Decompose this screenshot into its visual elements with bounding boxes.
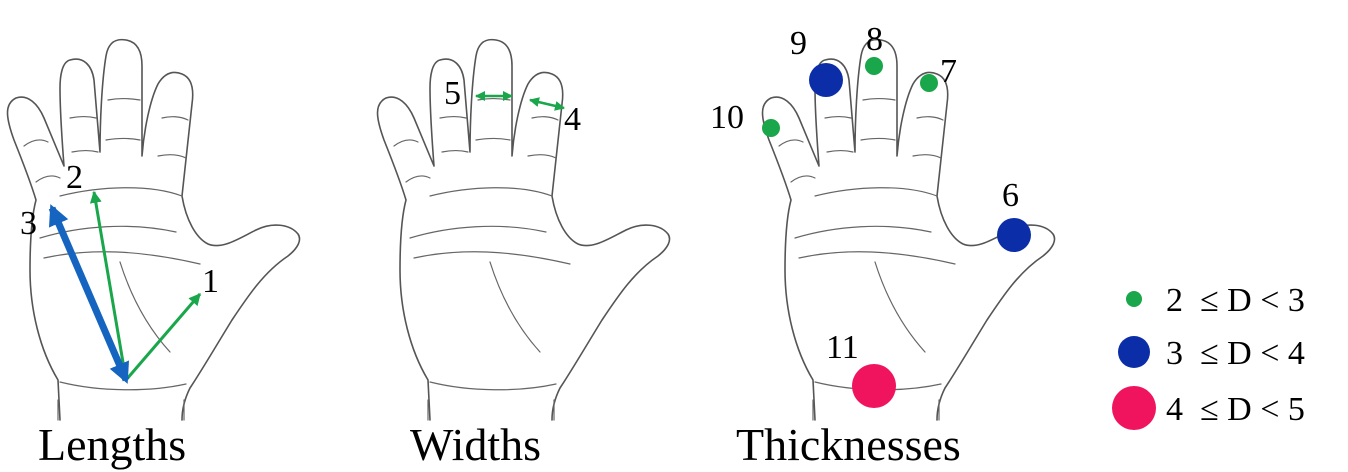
- caption-thicknesses: Thicknesses: [736, 419, 961, 470]
- marker-8: [865, 57, 883, 75]
- marker-10: [762, 119, 780, 137]
- legend-label-medium: 3 ≤ D < 4: [1166, 335, 1305, 372]
- legend-label-small: 2 ≤ D < 3: [1166, 282, 1305, 319]
- thicknesses-panel: 10 9 8 7 6 11 Thicknesses: [710, 21, 1055, 470]
- width-arrow-4: [530, 100, 564, 108]
- length-arrow-1: [126, 294, 200, 380]
- hand-outline-widths: [378, 40, 670, 420]
- label-11: 11: [826, 329, 859, 366]
- legend-label-large: 4 ≤ D < 5: [1166, 391, 1305, 428]
- caption-lengths: Lengths: [38, 419, 186, 470]
- label-5: 5: [444, 75, 461, 112]
- label-2: 2: [66, 159, 83, 196]
- marker-11: [852, 364, 896, 408]
- label-3: 3: [20, 205, 37, 242]
- label-7: 7: [940, 53, 957, 90]
- legend-marker-medium: [1118, 336, 1150, 368]
- widths-panel: 5 4 Widths: [378, 40, 670, 470]
- hand-outline-lengths: [8, 40, 300, 420]
- label-1: 1: [202, 263, 219, 300]
- label-6: 6: [1002, 177, 1019, 214]
- marker-6: [997, 218, 1031, 252]
- legend: 2 ≤ D < 3 3 ≤ D < 4 4 ≤ D < 5: [1112, 282, 1305, 430]
- length-arrow-2: [94, 192, 126, 380]
- legend-marker-large: [1112, 386, 1156, 430]
- label-8: 8: [866, 21, 883, 58]
- marker-7: [920, 74, 938, 92]
- caption-widths: Widths: [410, 419, 541, 470]
- legend-marker-small: [1126, 291, 1142, 307]
- marker-9: [809, 63, 843, 97]
- length-arrow-3: [52, 208, 126, 380]
- label-9: 9: [790, 25, 807, 62]
- label-10: 10: [710, 99, 744, 136]
- lengths-panel: 1 2 3 Lengths: [8, 40, 300, 470]
- label-4: 4: [564, 101, 581, 138]
